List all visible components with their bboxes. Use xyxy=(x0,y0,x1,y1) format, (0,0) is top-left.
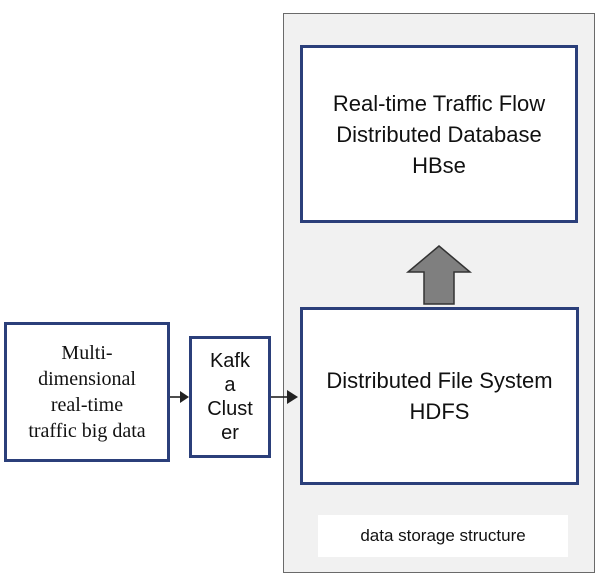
hbase-database-box: Real-time Traffic Flow Distributed Datab… xyxy=(300,45,578,223)
hdfs-file-system-label: Distributed File System HDFS xyxy=(326,368,553,424)
hbase-database-label: Real-time Traffic Flow Distributed Datab… xyxy=(332,90,546,178)
traffic-data-source-label: Multi- dimensional real-time traffic big… xyxy=(28,342,146,442)
kafka-cluster-label: Kafk a Clust er xyxy=(207,350,253,444)
storage-structure-caption: data storage structure xyxy=(318,515,568,557)
storage-structure-caption-text: data storage structure xyxy=(360,526,526,545)
source-to-kafka-arrowhead xyxy=(180,391,189,403)
traffic-data-source-box: Multi- dimensional real-time traffic big… xyxy=(4,322,170,462)
hdfs-file-system-box: Distributed File System HDFS xyxy=(300,307,579,485)
kafka-cluster-box: Kafk a Clust er xyxy=(189,336,271,458)
